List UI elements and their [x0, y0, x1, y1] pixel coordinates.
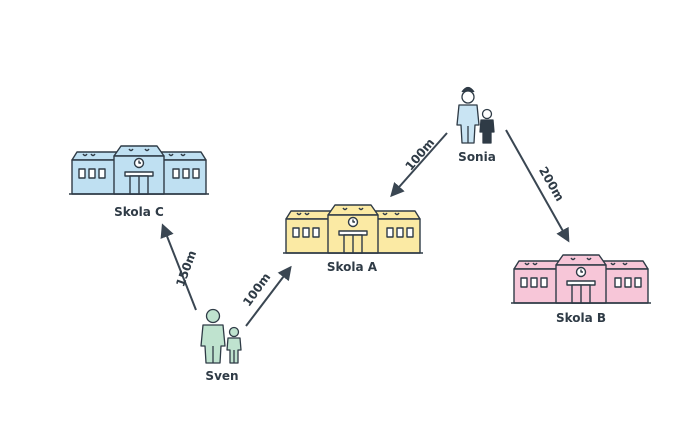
- arrow-sonia-to-skola-a: [390, 132, 448, 198]
- school-building-icon: [282, 204, 424, 254]
- person-with-child-icon: [200, 308, 242, 364]
- distance-sven-to-skola-a: 100m: [240, 270, 273, 309]
- distance-sonia-to-skola-b: 200m: [536, 164, 567, 204]
- skola-c-label: Skola C: [114, 205, 164, 219]
- sonia-label: Sonia: [458, 150, 496, 164]
- skola-b-label: Skola B: [556, 311, 606, 325]
- school-building-icon: [510, 254, 652, 304]
- route-arrows: [160, 129, 570, 327]
- arrow-sonia-to-skola-b: [505, 129, 570, 243]
- skola-b: Skola B: [510, 254, 652, 325]
- person-with-child-icon: [456, 86, 495, 144]
- arrow-sven-to-skola-a: [245, 265, 292, 327]
- skola-a: Skola A: [282, 204, 424, 274]
- school-building-icon: [68, 145, 210, 195]
- sonia: Sonia: [456, 86, 496, 164]
- skola-a-label: Skola A: [327, 260, 378, 274]
- sven: Sven: [200, 308, 242, 383]
- distance-sven-to-skola-c: 150m: [173, 249, 199, 289]
- sven-label: Sven: [205, 369, 238, 383]
- arrow-sven-to-skola-c: [160, 223, 197, 311]
- skola-c: Skola C: [68, 145, 210, 219]
- distance-sonia-to-skola-a: 100m: [403, 136, 438, 174]
